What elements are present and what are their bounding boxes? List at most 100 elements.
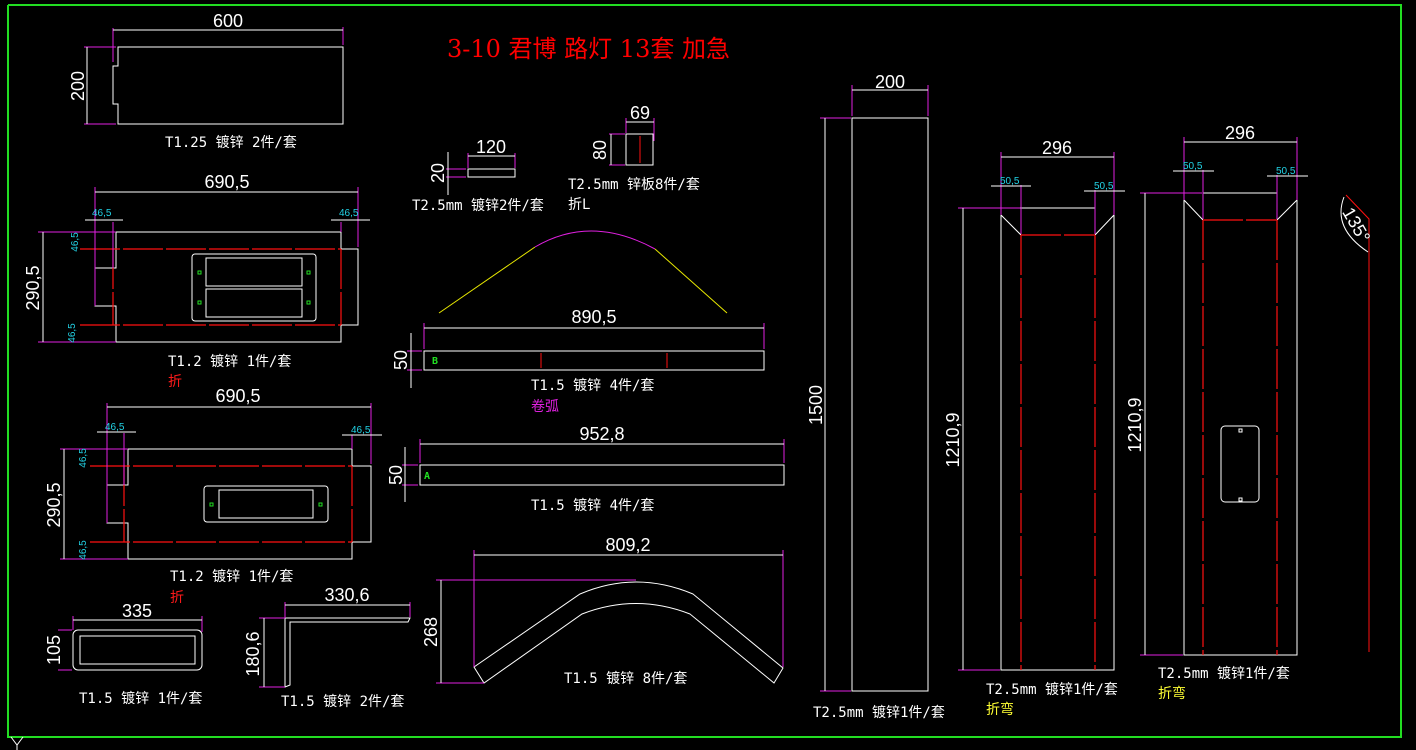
dim-right-flange: 50,5 bbox=[1276, 166, 1296, 177]
bend-note: 折L bbox=[568, 197, 590, 213]
part-label: T1.5 镀锌 4件/套 bbox=[531, 497, 654, 514]
hole-mark bbox=[306, 300, 311, 305]
part-label: T1.25 镀锌 2件/套 bbox=[165, 134, 297, 151]
part-panel-1[interactable]: 690,5 46,5 46,5 290,5 46,5 46,5 T1.2 镀锌 … bbox=[23, 172, 370, 390]
part-mark: B bbox=[432, 356, 438, 367]
dim-height: 290,5 bbox=[44, 482, 64, 527]
part-outline bbox=[112, 46, 344, 125]
part-outline bbox=[423, 350, 765, 371]
part-plate-69[interactable]: 69 80 T2.5mm 锌板8件/套 折L bbox=[568, 103, 700, 213]
dim-height: 105 bbox=[44, 635, 64, 665]
dim-width: 296 bbox=[1042, 138, 1072, 158]
part-outline bbox=[851, 117, 929, 692]
part-label: T2.5mm 锌板8件/套 bbox=[568, 177, 700, 193]
dim-left-flange: 50,5 bbox=[1183, 161, 1203, 172]
dim-width: 690,5 bbox=[215, 386, 260, 406]
hole-mark bbox=[1238, 428, 1243, 433]
drawing-frame bbox=[7, 4, 1402, 738]
part-frame-335[interactable]: 335 105 T1.5 镀锌 1件/套 bbox=[44, 601, 203, 707]
part-bend-profile[interactable]: 135° bbox=[1338, 194, 1374, 652]
dim-height: 268 bbox=[421, 617, 441, 647]
part-channel-2[interactable]: 296 50,5 50,5 1210,9 T2.5mm 镀锌1件/套 折弯 bbox=[1125, 123, 1308, 702]
cutout-frame bbox=[191, 253, 317, 322]
hole-mark bbox=[197, 300, 202, 305]
dim-left-margin: 46,5 bbox=[105, 422, 125, 433]
hole-mark bbox=[306, 270, 311, 275]
part-label: T1.5 镀锌 4件/套 bbox=[531, 377, 654, 394]
dim-width: 952,8 bbox=[579, 424, 624, 444]
dim-bottom-margin: 46,5 bbox=[67, 323, 78, 343]
dim-width: 330,6 bbox=[324, 585, 369, 605]
hole-mark bbox=[197, 270, 202, 275]
part-label: T1.5 镀锌 8件/套 bbox=[564, 670, 687, 687]
dim-width: 890,5 bbox=[571, 307, 616, 327]
part-channel-1[interactable]: 296 50,5 50,5 1210,9 T2.5mm 镀锌1件/套 折弯 bbox=[943, 138, 1125, 718]
dim-width: 69 bbox=[630, 103, 650, 123]
dim-height: 1500 bbox=[806, 385, 826, 425]
dim-height: 50 bbox=[386, 465, 406, 485]
dim-width: 296 bbox=[1225, 123, 1255, 143]
cutout-window bbox=[205, 288, 303, 318]
part-outline bbox=[284, 617, 411, 688]
dim-height: 200 bbox=[68, 71, 88, 101]
bend-note: 折 bbox=[170, 590, 184, 606]
dim-height: 290,5 bbox=[23, 265, 43, 310]
part-label: T2.5mm 镀锌2件/套 bbox=[412, 197, 544, 214]
bend-note: 折弯 bbox=[1158, 685, 1186, 702]
cutout-window bbox=[1220, 425, 1260, 503]
bend-note: 折弯 bbox=[986, 701, 1014, 718]
part-strip-952[interactable]: A 952,8 50 T1.5 镀锌 4件/套 bbox=[386, 424, 785, 514]
dim-left-flange: 50,5 bbox=[1000, 176, 1020, 187]
dim-height: 1210,9 bbox=[943, 412, 963, 467]
dim-height: 20 bbox=[428, 163, 448, 183]
arc-profile bbox=[534, 230, 656, 250]
part-post-1500[interactable]: 200 1500 T2.5mm 镀锌1件/套 bbox=[806, 72, 945, 721]
part-outline bbox=[473, 581, 784, 684]
arc-profile bbox=[654, 248, 728, 314]
dim-top-margin: 46,5 bbox=[78, 448, 89, 468]
cutout-frame bbox=[203, 485, 329, 523]
dim-top-margin: 46,5 bbox=[70, 232, 81, 252]
hole-mark bbox=[318, 502, 323, 507]
bend-note: 卷弧 bbox=[531, 399, 559, 415]
bend-note: 折 bbox=[168, 374, 182, 390]
arc-profile bbox=[438, 246, 536, 314]
part-angle-330[interactable]: 330,6 180,6 T1.5 镀锌 2件/套 bbox=[243, 585, 411, 710]
dim-width: 200 bbox=[875, 72, 905, 92]
hole-mark bbox=[1238, 497, 1243, 502]
part-outline bbox=[1000, 207, 1115, 671]
dim-height: 50 bbox=[391, 350, 411, 370]
cutout-window bbox=[205, 257, 303, 287]
inner-outline bbox=[79, 635, 196, 665]
dim-right-margin: 46,5 bbox=[339, 208, 359, 219]
dim-right-margin: 46,5 bbox=[351, 425, 371, 436]
part-outline bbox=[467, 168, 516, 178]
dim-width: 120 bbox=[476, 137, 506, 157]
part-label: T1.2 镀锌 1件/套 bbox=[170, 568, 293, 585]
bend-profile-line bbox=[1345, 194, 1370, 652]
part-label: T1.5 镀锌 1件/套 bbox=[79, 690, 202, 707]
part-label: T2.5mm 镀锌1件/套 bbox=[986, 681, 1118, 698]
part-mark: A bbox=[424, 471, 430, 482]
dim-bottom-margin: 46,5 bbox=[78, 540, 89, 560]
dim-width: 809,2 bbox=[605, 535, 650, 555]
part-arch-809[interactable]: 809,2 268 T1.5 镀锌 8件/套 bbox=[421, 535, 784, 687]
part-plate-600[interactable]: 600 200 T1.25 镀锌 2件/套 bbox=[68, 11, 344, 151]
dim-right-flange: 50,5 bbox=[1094, 181, 1114, 192]
part-panel-2[interactable]: 690,5 46,5 46,5 290,5 46,5 46,5 T1.2 镀锌 … bbox=[44, 386, 382, 606]
dim-left-margin: 46,5 bbox=[92, 208, 112, 219]
dim-height: 180,6 bbox=[243, 631, 263, 676]
dim-height: 1210,9 bbox=[1125, 397, 1145, 452]
part-strip-890[interactable]: B 890,5 50 T1.5 镀锌 4件/套 卷弧 bbox=[391, 230, 765, 415]
part-outline bbox=[419, 464, 785, 486]
part-label: T1.2 镀锌 1件/套 bbox=[168, 353, 291, 370]
part-label: T2.5mm 镀锌1件/套 bbox=[1158, 665, 1290, 682]
part-outline bbox=[625, 133, 654, 166]
angle-arc bbox=[1340, 196, 1369, 253]
part-strip-120[interactable]: 120 20 T2.5mm 镀锌2件/套 bbox=[412, 137, 544, 214]
part-outline bbox=[72, 629, 203, 671]
part-outline bbox=[1183, 192, 1298, 656]
dim-width: 335 bbox=[122, 601, 152, 621]
drawing-title: 3-10 君博 路灯 13套 加急 bbox=[447, 35, 730, 63]
